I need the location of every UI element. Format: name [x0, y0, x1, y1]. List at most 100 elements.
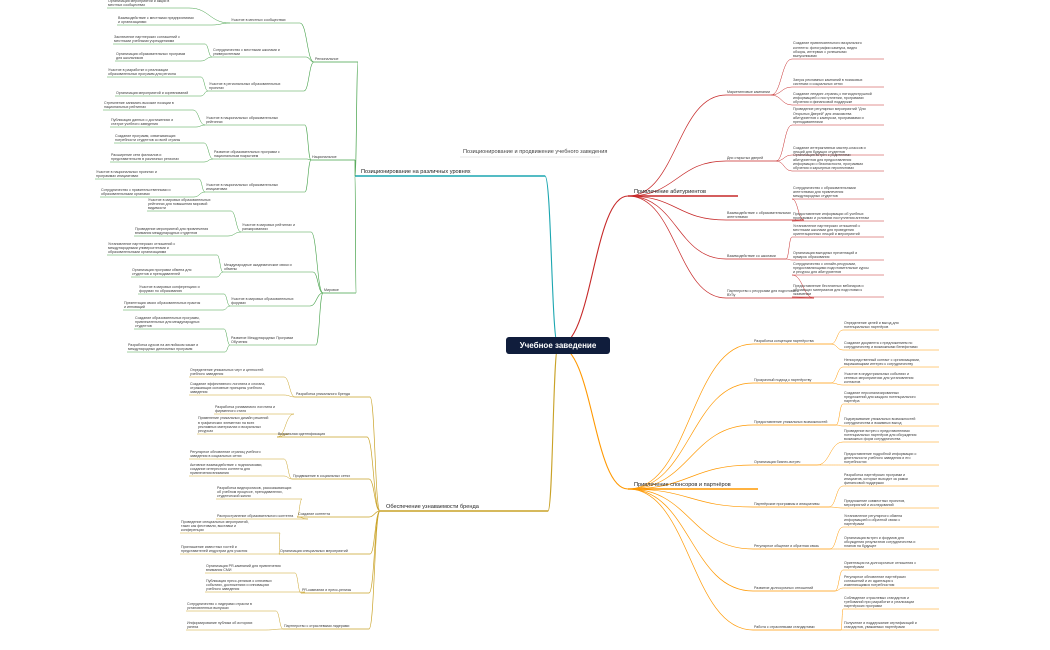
leaf-node[interactable]: Сотрудничество с онлайн-ресурсами,предос… — [793, 261, 869, 274]
branch-b4[interactable]: Привлечение спонсоров и партнёров — [634, 481, 731, 488]
subtopic-s17[interactable]: Прозрачный подход к партнёрству — [754, 378, 812, 382]
subtopic-s11[interactable]: Маркетинговые кампании — [727, 90, 770, 94]
subtopic-s19[interactable]: Организация бизнес-встреч — [754, 460, 801, 464]
subtopic-s8[interactable]: Организация специальных мероприятий — [280, 549, 348, 553]
subtopic-s5[interactable]: Визуальная идентификация — [278, 432, 326, 436]
topic-node[interactable]: Участие в местных сообществах — [231, 18, 286, 22]
subtopic-s4[interactable]: Разработка уникального бренда — [296, 392, 350, 396]
leaf-node[interactable]: Активное взаимодействие с подписчиками,с… — [190, 462, 263, 475]
branch-b3[interactable]: Привлечение абитуриентов — [634, 188, 707, 195]
subtopic-s15[interactable]: Партнерство с ресурсами для подготовки к… — [727, 288, 799, 297]
subtopic-s16[interactable]: Разработка концепции партнёрства — [754, 339, 814, 343]
leaf-node[interactable]: Создание эффективного логотипа и слогана… — [190, 381, 266, 394]
root-node[interactable]: Учебное заведение — [506, 337, 610, 354]
leaf-node[interactable]: Создание лендинг-страниц с пятиоднструшн… — [793, 91, 872, 104]
subtopic-s23[interactable]: Работа с отраслевыми стандартами — [754, 625, 815, 629]
subtopic-s20[interactable]: Партнёрские программы и инициативы — [754, 502, 820, 506]
leaf-node[interactable]: Презентация своих образовательных практи… — [124, 300, 201, 309]
subtopic-s9[interactable]: PR-кампании и пресс-релизы — [302, 588, 352, 592]
leaf-node[interactable]: Проведение специальных мероприятий,таких… — [181, 519, 249, 532]
subtopic-s10[interactable]: Партнерство с отраслевыми лидерами — [284, 624, 350, 628]
leaf-node[interactable]: Предложение совместных проектов,мероприя… — [844, 498, 906, 507]
leaf-node[interactable]: Создание образовательных программ,привле… — [135, 315, 200, 328]
subtopic-s22[interactable]: Развитие долгосрочных отношений — [754, 586, 814, 590]
subtopic-s14[interactable]: Взаимодействие со школами — [727, 254, 776, 258]
leaf-node[interactable]: Распространение образовательного контент… — [217, 514, 294, 518]
subtopic-s12[interactable]: Дни открытых дверей — [727, 156, 764, 160]
leaf-node[interactable]: Организация мероприятий и соревнований — [116, 91, 189, 95]
subtopic-s1[interactable]: Региональное — [315, 57, 339, 61]
branch-b2[interactable]: Обеспечение узнаваемости бренда — [386, 503, 479, 510]
subtopic-s18[interactable]: Предоставление уникальных возможностей — [754, 420, 828, 424]
subtopic-s3[interactable]: Мировое — [324, 288, 339, 292]
subtopic-s2[interactable]: Национальное — [312, 155, 337, 159]
subtopic-s6[interactable]: Продвижение в социальных сетях — [293, 474, 351, 478]
subtopic-s7[interactable]: Создание контента — [298, 512, 330, 516]
leaf-node[interactable]: Непосредственный контакт с организациями… — [844, 357, 920, 366]
subtopic-s21[interactable]: Регулярное общение и обратная связь — [754, 544, 819, 548]
branch-b1[interactable]: Позиционирование на различных уровнях — [361, 168, 471, 175]
